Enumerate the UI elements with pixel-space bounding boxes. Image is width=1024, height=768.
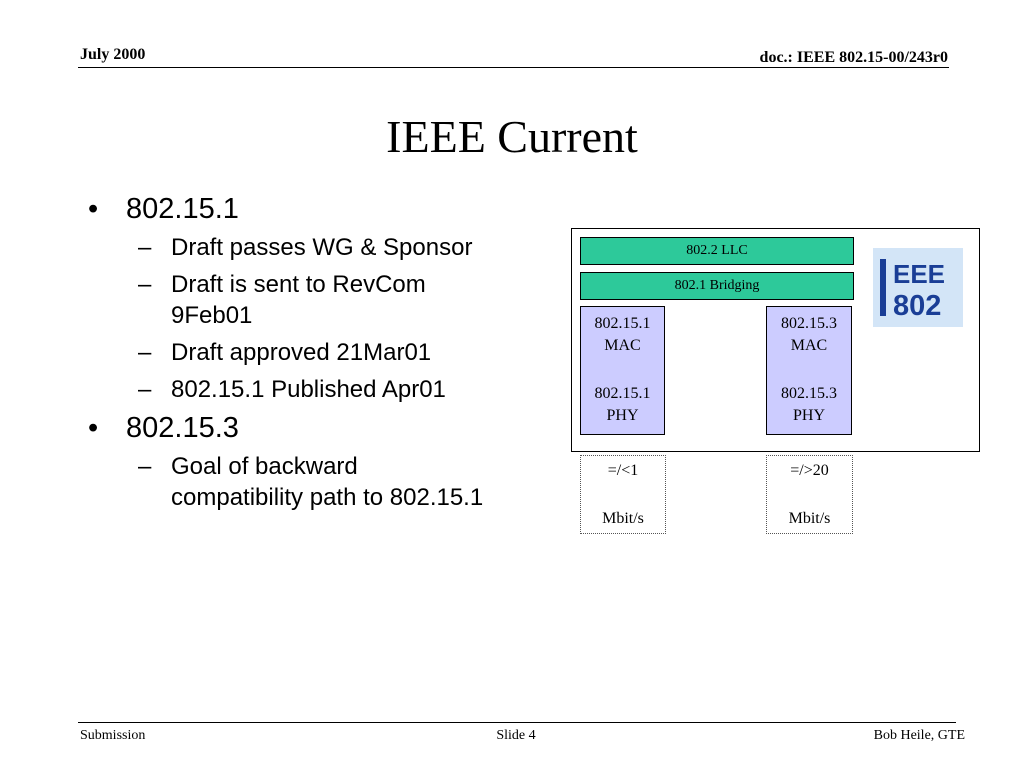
bullet-dot: • (88, 193, 99, 225)
ieee-802-logo: EEE 802 (873, 248, 963, 327)
bullet-dot: • (88, 412, 99, 444)
sub-bullet-text: Draft passes WG & Sponsor (171, 234, 473, 261)
llc-layer-bar: 802.2 LLC (580, 237, 854, 265)
svg-text:802: 802 (893, 290, 941, 322)
footer-author: Bob Heile, GTE (873, 728, 965, 743)
sub-bullet-text: Draft approved 21Mar01 (171, 339, 432, 366)
right-mac-phy-stack: 802.15.3 MAC 802.15.3 PHY (766, 306, 852, 435)
footer-slide-number: Slide 4 (496, 728, 536, 743)
svg-text:EEE: EEE (893, 259, 945, 289)
sub-bullet-text: 802.15.1 Published Apr01 (171, 376, 446, 403)
sub-bullet-dash: – (138, 234, 152, 261)
right-mac-number: 802.15.3 (781, 315, 837, 332)
bullet-text: 802.15.1 (126, 193, 239, 225)
sub-bullet-item: – Draft is sent to RevCom 9Feb01 (88, 269, 491, 331)
sub-bullet-item: – 802.15.1 Published Apr01 (88, 374, 491, 405)
right-data-rate-box: =/>20 Mbit/s (766, 455, 853, 534)
bullet-text: 802.15.3 (126, 412, 239, 444)
left-rate-unit: Mbit/s (602, 510, 644, 527)
right-mac-label: MAC (790, 337, 828, 354)
sub-bullet-dash: – (138, 453, 152, 480)
footer-rule (78, 722, 956, 723)
sub-bullet-item: – Draft approved 21Mar01 (88, 337, 491, 368)
sub-bullet-text: Draft is sent to RevCom 9Feb01 (171, 271, 426, 329)
left-phy-label: PHY (606, 407, 639, 424)
bullet-item: • 802.15.1 (88, 192, 508, 226)
right-rate-unit: Mbit/s (788, 510, 831, 527)
bridging-layer-bar: 802.1 Bridging (580, 272, 854, 300)
right-phy-label: PHY (792, 407, 825, 424)
sub-bullet-text: Goal of backward compatibility path to 8… (171, 453, 484, 511)
sub-bullet-dash: – (138, 339, 152, 366)
bullet-list: • 802.15.1 – Draft passes WG & Sponsor –… (88, 192, 508, 519)
left-phy-number: 802.15.1 (594, 385, 651, 402)
left-mac-number: 802.15.1 (594, 315, 651, 332)
sub-bullet-dash: – (138, 271, 152, 298)
left-mac-label: MAC (604, 337, 641, 354)
left-data-rate-box: =/<1 Mbit/s (580, 455, 666, 534)
left-rate-value: =/<1 (607, 462, 639, 479)
bullet-item: • 802.15.3 (88, 411, 508, 445)
sub-bullet-item: – Goal of backward compatibility path to… (88, 451, 491, 513)
right-rate-value: =/>20 (790, 462, 829, 479)
footer-submission: Submission (80, 728, 146, 743)
slide-title: IEEE Current (386, 111, 638, 162)
header-rule (78, 67, 949, 68)
sub-bullet-dash: – (138, 376, 152, 403)
header-doc-id: doc.: IEEE 802.15-00/243r0 (759, 49, 948, 66)
sub-bullet-item: – Draft passes WG & Sponsor (88, 232, 491, 263)
right-phy-number: 802.15.3 (781, 385, 837, 402)
left-mac-phy-stack: 802.15.1 MAC 802.15.1 PHY (580, 306, 665, 435)
header-date: July 2000 (80, 46, 146, 63)
